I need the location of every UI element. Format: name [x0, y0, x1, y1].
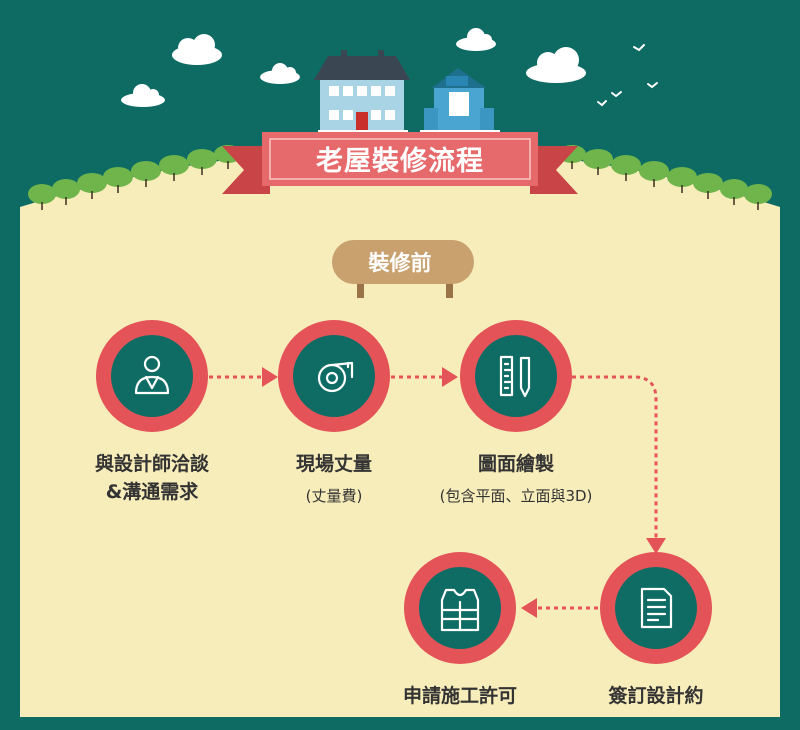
arrowheads: [262, 367, 666, 618]
cloud-icon: [456, 28, 496, 51]
cloud-icon: [260, 63, 300, 84]
cloud-icon: [121, 84, 165, 107]
trunks-left: [41, 161, 229, 210]
arrowhead-icon: [521, 598, 537, 618]
connector-3-4: [572, 375, 658, 538]
step-1-line1: 與設計師洽談: [94, 453, 210, 475]
cloud-icon: [172, 34, 222, 65]
person-icon: [134, 355, 170, 395]
trunks-right: [571, 161, 759, 210]
clouds: [121, 28, 586, 107]
stage-sign: [332, 240, 474, 298]
ruler-pencil-icon: [499, 355, 531, 398]
bird-icon: [647, 82, 658, 89]
step-node-2: [278, 320, 390, 432]
title-banner: [222, 132, 578, 194]
field-hill: [20, 147, 780, 717]
safety-vest-icon: [440, 588, 480, 632]
step-2-note: (丈量費): [305, 487, 363, 505]
contract-document-icon: [640, 587, 673, 629]
stage-label: 裝修前: [368, 251, 432, 275]
step-4-label: 簽訂設計約: [608, 685, 704, 707]
birds: [597, 44, 658, 107]
cloud-icon: [526, 47, 586, 83]
step-5-label: 申請施工許可: [402, 685, 518, 707]
step-3-label: 圖面繪製: [477, 453, 555, 475]
tape-measure-icon: [317, 361, 354, 393]
bird-icon: [611, 91, 622, 98]
arrowhead-icon: [262, 367, 278, 387]
house-left-icon: [314, 50, 410, 134]
step-node-1: [96, 320, 208, 432]
step-node-5: [404, 552, 516, 664]
step-2-label: 現場丈量: [295, 453, 373, 475]
page-title: 老屋裝修流程: [316, 146, 484, 177]
step-1-label: 與設計師洽談 &溝通需求: [95, 450, 209, 506]
arrowhead-icon: [442, 367, 458, 387]
step-node-3: [460, 320, 572, 432]
bird-icon: [597, 100, 607, 107]
arrowhead-icon: [646, 538, 666, 554]
flow-connectors: [209, 375, 658, 610]
bird-icon: [633, 44, 645, 52]
step-node-4: [600, 552, 712, 664]
step-1-line2: &溝通需求: [105, 481, 199, 503]
step-3-note: (包含平面、立面與3D): [439, 487, 593, 505]
